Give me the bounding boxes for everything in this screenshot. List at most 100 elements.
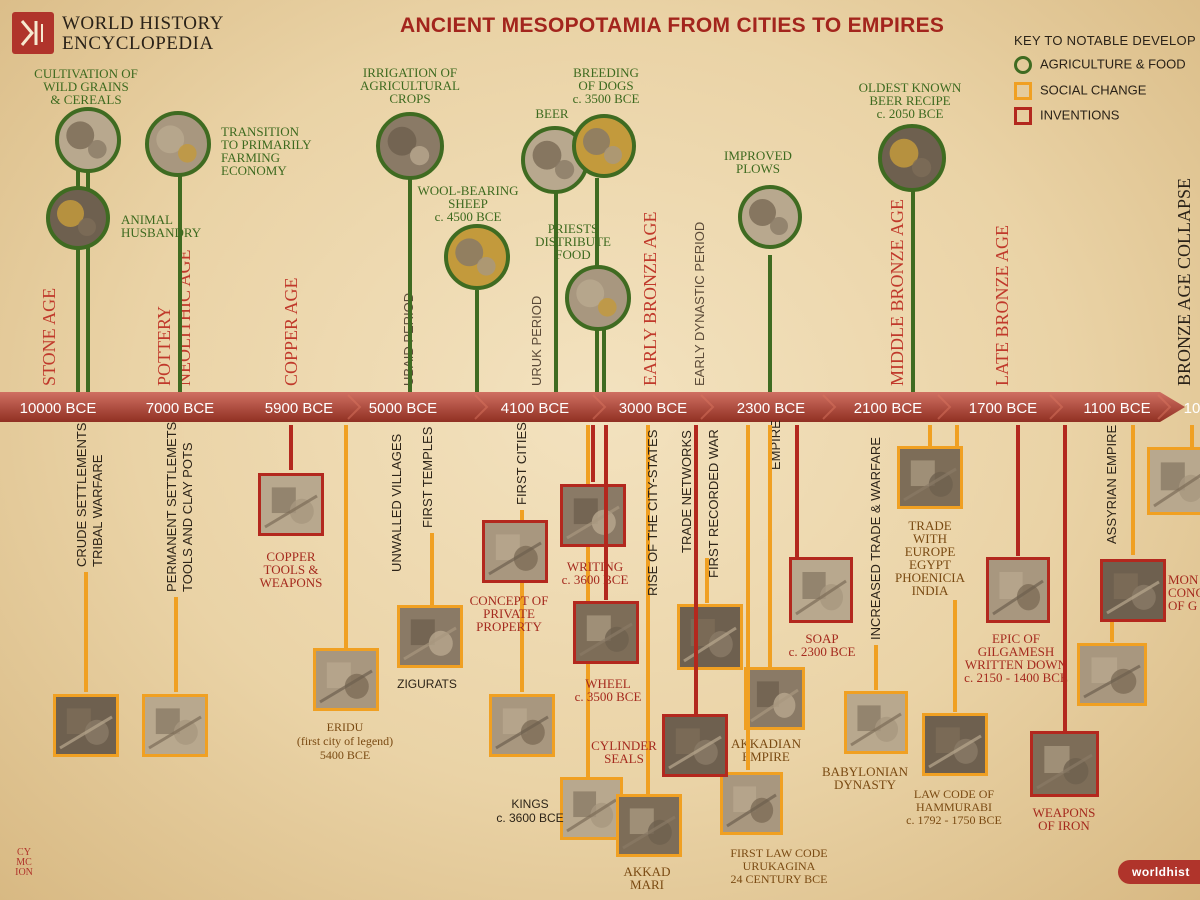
- deed-tablet-icon: [485, 523, 545, 580]
- label-line: SHEEP: [448, 196, 488, 211]
- label-line: c. 3600 BCE: [496, 811, 563, 825]
- dog-icon: [572, 114, 636, 178]
- label-line: IRRIGATION OF: [363, 65, 457, 80]
- timeline-tick-label: 2300 BCE: [737, 400, 805, 417]
- age-label: BRONZE AGE COLLAPSE: [1174, 178, 1194, 386]
- label-line: BREEDING: [573, 65, 639, 80]
- timeline-tick-label: 1100 BCE: [1083, 400, 1150, 417]
- legend-item-inventions: INVENTIONS: [1014, 107, 1119, 125]
- label-line: EUROPE: [905, 544, 956, 559]
- seal-impression-icon: [665, 717, 725, 774]
- assyrian-king-icon: [1080, 646, 1144, 703]
- publisher-logo[interactable]: [12, 12, 54, 54]
- social-label: PERMANENT SETTLEMETS: [164, 421, 179, 592]
- label-line: KINGS: [511, 797, 548, 811]
- label-line: WITH: [913, 531, 947, 546]
- social-label: RISE OF THE CITY-STATES: [645, 429, 660, 596]
- ruins-icon: [316, 651, 376, 708]
- grain-icon: [55, 107, 121, 173]
- social-label: FIRST CITIES: [514, 422, 529, 505]
- label-line: AKKAD: [624, 864, 671, 879]
- label-line: CONCEPT OF: [470, 593, 549, 608]
- logo-glyph-icon: [20, 20, 43, 46]
- chevron-right-icon: [1049, 394, 1064, 420]
- label-line: EGYPT: [909, 557, 951, 572]
- social-label: FIRST TEMPLES: [420, 426, 435, 528]
- lamassu-relief-icon: [1150, 450, 1200, 512]
- legend-item-agriculture: AGRICULTURE & FOOD: [1014, 56, 1186, 74]
- label-line: EMPIRE: [742, 749, 790, 764]
- label-line: OF G: [1168, 598, 1197, 613]
- label-line: FIRST LAW CODE: [730, 846, 827, 860]
- label-line: BABYLONIAN: [822, 764, 909, 779]
- label-line: WEAPONS: [260, 575, 323, 590]
- canal-icon: [376, 112, 444, 180]
- label-line: PHOENICIA: [895, 570, 966, 585]
- label-line: DYNASTY: [834, 777, 897, 792]
- publisher-line-1: WORLD HISTORY: [62, 13, 224, 34]
- signature-line: ION: [15, 867, 33, 878]
- label-line: c. 2300 BCE: [789, 644, 856, 659]
- label-line: ECONOMY: [221, 163, 287, 178]
- label-line: OF DOGS: [578, 78, 633, 93]
- label-line: c. 3500 BCE: [575, 689, 642, 704]
- stele-icon: [925, 716, 985, 773]
- ram-icon: [444, 224, 510, 290]
- timeline-bar: [0, 392, 1185, 422]
- seated-figures-icon: [619, 797, 679, 854]
- timeline-tick-label: 4100 BCE: [501, 400, 569, 417]
- label-line: TRANSITION: [221, 124, 300, 139]
- chevron-right-icon: [1157, 394, 1172, 420]
- timeline-tick-label: 10: [1184, 400, 1200, 417]
- king-statue-icon: [563, 780, 620, 837]
- publisher-line-2: ENCYCLOPEDIA: [62, 33, 214, 54]
- timeline-tick-label: 10000 BCE: [20, 400, 97, 417]
- orange-square-icon: [1014, 82, 1032, 100]
- label-line: & CEREALS: [50, 92, 121, 107]
- timeline-tick-label: 5000 BCE: [369, 400, 437, 417]
- cuneiform-cone-icon: [723, 775, 780, 832]
- label-line: WILD GRAINS: [43, 79, 129, 94]
- social-label: ZIGURATS: [397, 677, 457, 691]
- label-line: OF IRON: [1038, 818, 1090, 833]
- age-label: POTTERY: [154, 306, 174, 386]
- battle-relief-icon: [1033, 734, 1096, 794]
- label-line: LAW CODE OF: [914, 787, 994, 801]
- label-line: MON: [1168, 572, 1199, 587]
- label-line: HUSBANDRY: [121, 225, 202, 240]
- label-line: EPIC OF: [992, 631, 1040, 646]
- agriculture-label: BEER: [535, 106, 569, 121]
- copper-tools-icon: [261, 476, 321, 533]
- label-line: PRIVATE: [483, 606, 535, 621]
- social-label: TOOLS AND CLAY POTS: [180, 442, 195, 592]
- legend-label: SOCIAL CHANGE: [1040, 82, 1147, 98]
- age-label: STONE AGE: [39, 288, 59, 386]
- label-line: TOOLS &: [263, 562, 318, 577]
- label-line: WRITING: [567, 559, 623, 574]
- hammurabi-head-icon: [847, 694, 905, 751]
- label-line: WHEEL: [585, 676, 631, 691]
- label-line: c. 2150 - 1400 BCE: [964, 670, 1068, 685]
- label-line: 5400 BCE: [320, 748, 370, 762]
- label-line: IMPROVED: [724, 148, 792, 163]
- publisher-name[interactable]: WORLD HISTORY ENCYCLOPEDIA: [62, 14, 224, 54]
- tablet-icon: [878, 124, 946, 192]
- label-line: BEER RECIPE: [869, 93, 950, 108]
- label-line: c. 2050 BCE: [877, 106, 944, 121]
- legend-label: AGRICULTURE & FOOD: [1040, 56, 1186, 72]
- cave-art-icon: [56, 697, 116, 754]
- website-badge[interactable]: worldhist: [1118, 860, 1200, 884]
- label-line: TO PRIMARILY: [221, 137, 312, 152]
